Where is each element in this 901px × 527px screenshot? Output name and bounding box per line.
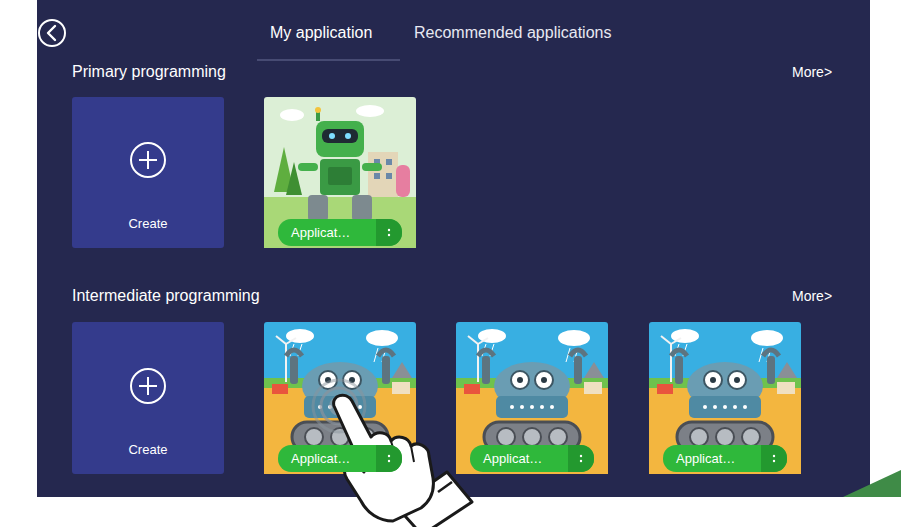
- menu-button: [568, 445, 594, 472]
- app-thumbnail: [456, 322, 608, 474]
- application-card: Applicat…: [264, 322, 416, 474]
- menu-button: [376, 219, 402, 246]
- app-button: Applicat…: [278, 219, 402, 246]
- touch-ripple: [329, 396, 349, 416]
- application-card: Applicat…: [649, 322, 801, 474]
- app-name: Applicat…: [676, 451, 735, 466]
- app-name: Applicat…: [291, 225, 350, 240]
- app-thumbnail: [264, 322, 416, 474]
- section-title: Primary programming: [72, 62, 226, 81]
- application-card: Applicat…: [264, 97, 416, 248]
- app-name: Applicat…: [483, 451, 542, 466]
- hand-cuff: [397, 472, 472, 527]
- create-tile: Create: [72, 97, 224, 248]
- app-thumbnail: [264, 97, 416, 248]
- plus-icon: [128, 140, 168, 180]
- more-link: More>: [792, 288, 832, 305]
- menu-button: [761, 445, 787, 472]
- screen-panel: [37, 0, 870, 497]
- menu-dots: [761, 445, 787, 472]
- tab-label: Recommended applications: [414, 23, 611, 42]
- more-link: More>: [792, 64, 832, 81]
- tab-underline: [257, 59, 400, 60]
- app-button: Applicat…: [278, 445, 402, 472]
- create-tile: Create: [72, 322, 224, 474]
- plus-icon: [128, 366, 168, 406]
- back-arrow: [48, 26, 55, 40]
- app-button: Applicat…: [470, 445, 594, 472]
- back-button: [39, 20, 65, 46]
- menu-button: [376, 445, 402, 472]
- menu-dots: [568, 445, 594, 472]
- corner-triangle: [843, 470, 901, 497]
- hand-cuff-mark: [438, 482, 452, 492]
- menu-dots: [376, 445, 402, 472]
- touch-ripple: [313, 380, 365, 432]
- app-thumbnail: [649, 322, 801, 474]
- tile-label: Create: [72, 216, 224, 231]
- tab-label: My application: [270, 23, 372, 42]
- app-name: Applicat…: [291, 451, 350, 466]
- tile-label: Create: [72, 442, 224, 457]
- app-button: Applicat…: [663, 445, 787, 472]
- menu-dots: [376, 219, 402, 246]
- touch-ripple: [321, 388, 357, 424]
- application-card: Applicat…: [456, 322, 608, 474]
- section-title: Intermediate programming: [72, 286, 260, 305]
